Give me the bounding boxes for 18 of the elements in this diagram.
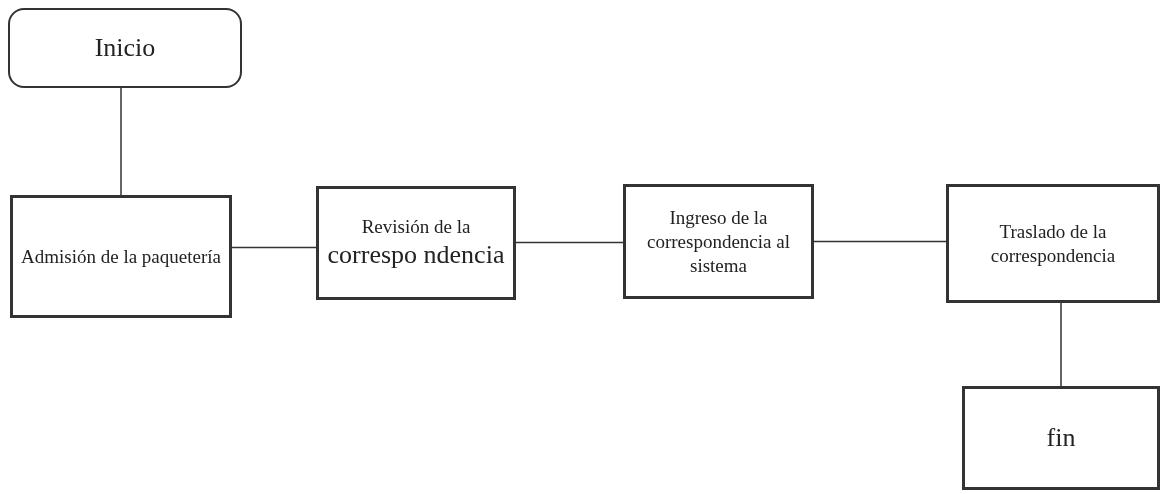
connector-line — [813, 240, 947, 243]
connector-line — [120, 87, 122, 196]
connector-line — [1060, 302, 1062, 387]
node-text: Admisión de la paquetería — [21, 244, 221, 269]
end-box — [962, 386, 1160, 490]
process-box — [946, 184, 1160, 303]
connector-line — [231, 246, 317, 249]
process-box — [316, 186, 516, 300]
node-text: fin — [1046, 422, 1076, 454]
start-terminal — [8, 8, 242, 88]
process-box — [623, 184, 814, 299]
node-text: Inicio — [94, 32, 156, 64]
connector-line — [515, 241, 624, 244]
node-text: Traslado de la correspondencia — [989, 219, 1117, 268]
node-text: Revisión de la — [361, 215, 471, 239]
node-text: Ingreso de la correspondencia al sistema — [646, 205, 791, 278]
node-text: correspo ndencia — [327, 239, 505, 271]
process-box — [10, 195, 232, 318]
